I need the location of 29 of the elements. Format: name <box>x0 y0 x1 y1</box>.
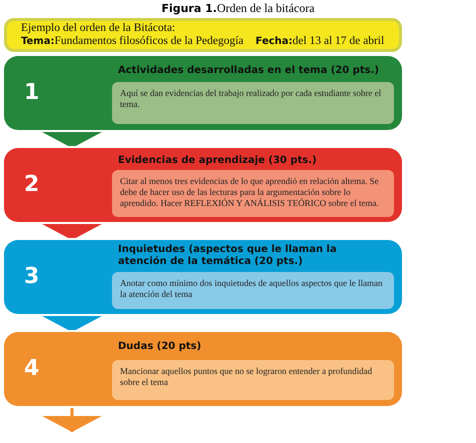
step-heading: Evidencias de aprendizaje (30 pts.) <box>118 155 318 167</box>
description-text: Mancionar aquellos puntos que no se lograron entender a profundidad sobre el tema <box>120 366 374 388</box>
header-banner <box>4 18 402 52</box>
description-text: Anotar como mínimo dos inquietudes de aquellos aspectos que le llaman la atención del tema <box>120 278 384 300</box>
step-number: 4 <box>24 356 40 381</box>
description-text: Aquí se dan evidencias del trabajo realizado por cada estudiante sobre el tema. <box>120 88 382 110</box>
step-number: 1 <box>24 80 40 105</box>
step-number: 2 <box>24 172 40 197</box>
step-band <box>4 240 402 314</box>
step-heading: Dudas (20 pts) <box>118 341 202 353</box>
description-text: Citar al menos tres evidencias de lo que aprendió en relación altema. Se debe de hacer uso de las lecturas para la argumentación sobre lo aprendido. Hacer REFLEXIÓN Y ANÁLISIS TEÓRICO sobre el tema. <box>120 176 380 209</box>
date-text: Fecha:del 13 al 17 de abril <box>256 35 384 48</box>
step-band <box>4 56 402 130</box>
description-panel <box>112 82 394 124</box>
header-text: Ejemplo del orden de la Bitácota: <box>21 22 176 35</box>
chevron-arrow <box>42 314 102 332</box>
description-panel <box>112 272 394 309</box>
step-band <box>4 332 402 406</box>
step-band <box>4 148 402 222</box>
chevron-arrow <box>42 222 102 240</box>
topic-text: Tema:Fundamentos filosóficos de la Pedegogía <box>21 35 244 48</box>
chevron-arrow <box>42 406 102 432</box>
step-heading: Actividades desarrolladas en el tema (20 pts.) <box>118 65 380 77</box>
description-panel <box>112 360 394 400</box>
figure-title: Figura 1.Orden de la bitácora <box>160 1 316 16</box>
step-number: 3 <box>24 264 40 289</box>
description-panel <box>112 170 394 217</box>
step-heading: Inquietudes (aspectos que le llaman la atención de la temática (20 pts.) <box>118 244 338 268</box>
chevron-arrow <box>42 130 102 148</box>
